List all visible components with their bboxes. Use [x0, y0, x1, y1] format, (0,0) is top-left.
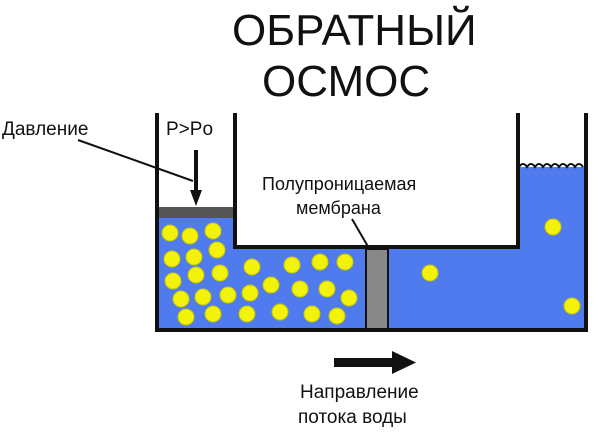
- particles-left: [161, 222, 358, 326]
- particle: [181, 227, 199, 245]
- particle: [241, 284, 259, 302]
- particle: [194, 288, 212, 306]
- pressure-label: Давление: [2, 119, 88, 140]
- water-channel-right: [389, 248, 521, 330]
- particle: [544, 218, 562, 236]
- particle: [204, 305, 222, 323]
- particle: [185, 248, 203, 266]
- particle: [163, 250, 181, 268]
- particle: [243, 258, 261, 276]
- particle: [164, 272, 182, 290]
- particle: [421, 264, 439, 282]
- pressure-arrow-head: [190, 190, 202, 206]
- particle: [271, 303, 289, 321]
- particle: [208, 241, 226, 259]
- membrane: [365, 248, 389, 330]
- particle: [563, 297, 581, 315]
- pressure-leader-line: [77, 139, 194, 182]
- membrane-label-line-2: мембрана: [296, 198, 382, 218]
- water-surface-wave: [518, 163, 584, 169]
- particle: [211, 264, 229, 282]
- particle: [336, 253, 354, 271]
- vessel-outline: [155, 113, 588, 332]
- piston: [158, 207, 233, 218]
- particle: [311, 253, 329, 271]
- particle: [219, 286, 237, 304]
- particle: [303, 305, 321, 323]
- particle: [161, 224, 179, 242]
- particle: [340, 289, 358, 307]
- particle: [172, 290, 190, 308]
- particle: [262, 276, 280, 294]
- membrane-label-line-1: Полупроницаемая: [262, 174, 416, 194]
- flow-label-line-1: Направление: [300, 382, 419, 403]
- flow-arrow-head: [392, 351, 416, 374]
- particle: [318, 280, 336, 298]
- inner-partition: [233, 113, 520, 249]
- particle: [328, 307, 346, 325]
- particle: [283, 256, 301, 274]
- particle: [291, 280, 309, 298]
- title-line-1: ОБРАТНЫЙ: [232, 4, 477, 55]
- particle: [238, 305, 256, 323]
- flow-label-line-2: потока воды: [298, 407, 407, 428]
- particles-right: [421, 218, 581, 315]
- flow-arrow-shaft: [334, 358, 394, 367]
- particle: [187, 266, 205, 284]
- particle: [177, 308, 195, 326]
- title-line-2: ОСМОС: [262, 57, 430, 106]
- membrane-leader-line: [351, 218, 371, 251]
- pressure-formula: P>Po: [166, 119, 213, 140]
- particle: [204, 222, 222, 240]
